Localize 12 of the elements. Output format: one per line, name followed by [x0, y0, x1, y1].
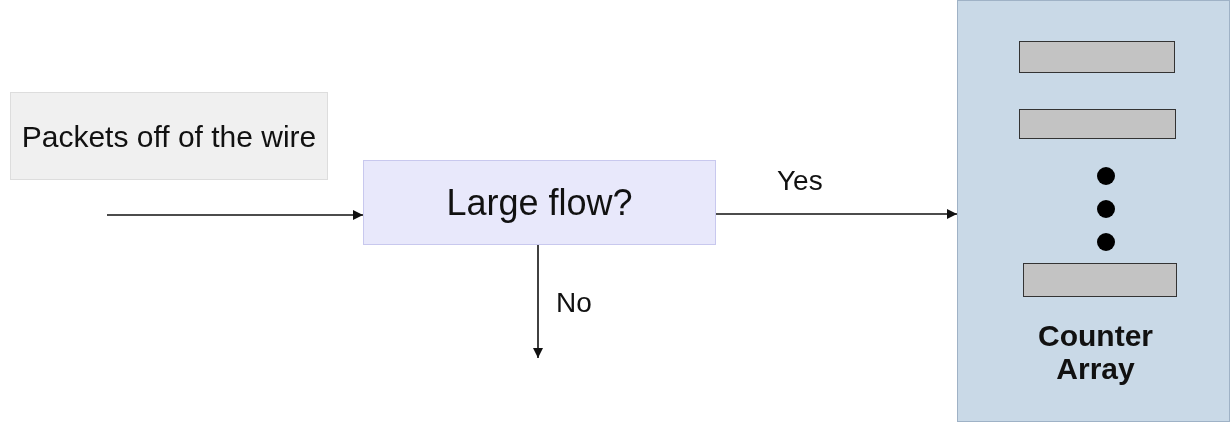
- arrow: [106, 210, 364, 220]
- text-box: [10, 92, 328, 180]
- decision-box: [363, 160, 716, 245]
- arrow: [715, 209, 958, 219]
- counter-bar: [1023, 263, 1177, 297]
- counter-bar: [1019, 41, 1175, 73]
- counter-array-panel: [957, 0, 1230, 422]
- counter-bar: [1019, 109, 1176, 139]
- node-label: Large flow?: [446, 182, 633, 223]
- node-label: Packets off of the wire: [21, 119, 317, 153]
- arrow: [533, 244, 543, 359]
- node-label: Counter Array: [1037, 319, 1154, 385]
